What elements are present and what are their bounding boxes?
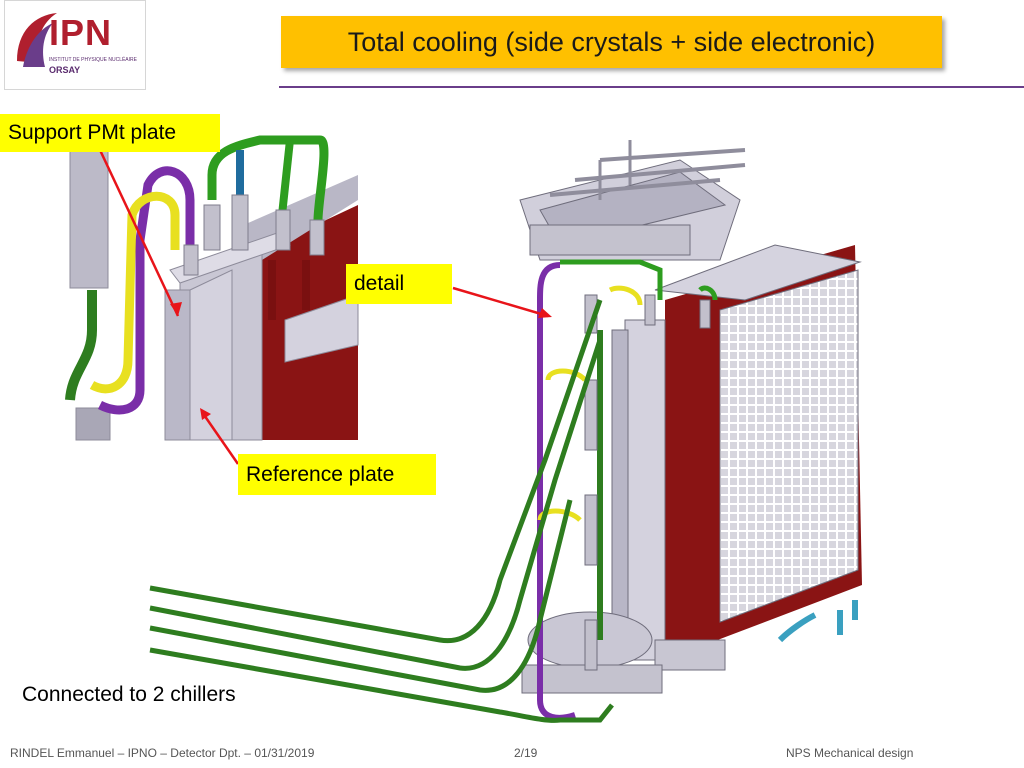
logo-institute-text: INSTITUT DE PHYSIQUE NUCLÉAIRE — [49, 57, 137, 63]
ipn-logo: IPN INSTITUT DE PHYSIQUE NUCLÉAIRE ORSAY — [4, 0, 146, 90]
detail-callout: detail — [346, 264, 452, 304]
title-divider — [279, 86, 1024, 88]
ipn-swoosh-logo-icon — [17, 13, 57, 67]
slide-title: Total cooling (side crystals + side elec… — [281, 16, 942, 68]
footer-page-number: 2/19 — [514, 746, 538, 760]
footer-project: NPS Mechanical design — [786, 746, 914, 760]
detail-inset — [65, 135, 359, 441]
crystal-matrix — [719, 269, 859, 623]
chiller-lines — [149, 299, 614, 723]
main-assembly — [519, 140, 862, 721]
chillers-label: Connected to 2 chillers — [22, 683, 236, 706]
footer-author: RINDEL Emmanuel – IPNO – Detector Dpt. –… — [10, 746, 315, 760]
reference-plate-callout: Reference plate — [238, 454, 436, 495]
support-pmt-plate-callout: Support PMt plate — [0, 114, 220, 152]
logo-wordmark: IPN — [49, 12, 113, 53]
logo-city-text: ORSAY — [49, 65, 81, 75]
reference-plate-main — [624, 319, 666, 661]
callout-arrows — [98, 149, 552, 465]
